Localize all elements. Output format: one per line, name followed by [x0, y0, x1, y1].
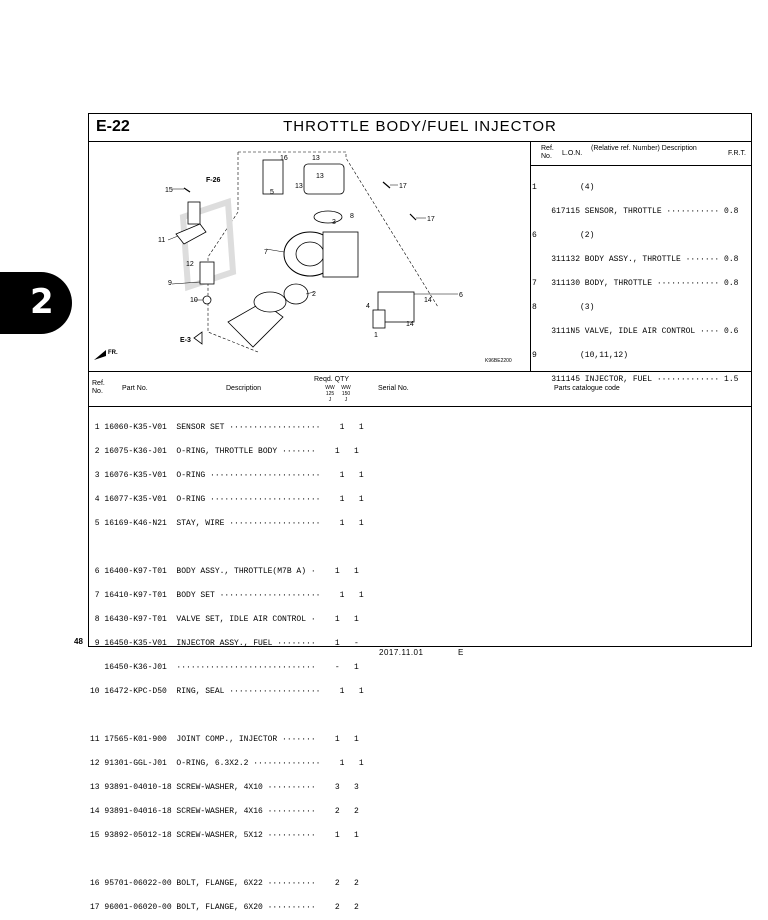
e3-arrow-icon [193, 331, 203, 345]
callout-12: 12 [186, 261, 194, 268]
bolt-17b [409, 213, 417, 221]
table-row: 16 95701-06022-00 BOLT, FLANGE, 6X22 ···… [90, 879, 359, 888]
callout-3: 3 [332, 219, 336, 226]
rel-row: 311132 BODY ASSY., THROTTLE ······· 0.8 [532, 255, 739, 264]
table-row: 8 16430-K97-T01 VALVE SET, IDLE AIR CONT… [90, 615, 359, 624]
callout-13c: 13 [316, 173, 324, 180]
callout-15: 16 [280, 155, 288, 162]
callout-8: 8 [350, 213, 354, 220]
table-row: 7 16410-K97-T01 BODY SET ···············… [90, 591, 364, 600]
reqd-qty-header: Reqd. QTY [314, 376, 350, 383]
callout-11: 11 [158, 237, 165, 244]
section-tab-number: 2 [30, 282, 54, 322]
table-row: 15 93892-05012-18 SCREW-WASHER, 5X12 ···… [90, 831, 359, 840]
figure-code: K96BE2200 [485, 358, 512, 364]
table-row: 6 16400-K97-T01 BODY ASSY., THROTTLE(M7B… [90, 567, 359, 576]
callout-1: 1 [374, 332, 378, 339]
front-label: FR. [108, 350, 118, 356]
page-number: 48 [74, 637, 83, 646]
rel-row: 3111N5 VALVE, IDLE AIR CONTROL ···· 0.6 [532, 327, 739, 336]
footer-lang: E [458, 648, 464, 657]
catalogue-code-header: Parts catalogue code [554, 385, 620, 392]
table-row-spacer [90, 544, 364, 552]
rel-ref-no-header: Ref. No. [541, 145, 554, 160]
table-row: 5 16169-K46-N21 STAY, WIRE ·············… [90, 519, 364, 528]
idle-air-valve [372, 291, 415, 329]
throttle-sensor [262, 159, 345, 195]
table-row: 4 16077-K35-V01 O-RING ·················… [90, 495, 364, 504]
table-row: 17 96001-06020-00 BOLT, FLANGE, 6X20 ···… [90, 903, 359, 912]
table-row-spacer [90, 856, 364, 864]
table-row: 12 91301-GGL-J01 O-RING, 6.3X2.2 ·······… [90, 759, 364, 768]
serial-no-header: Serial No. [378, 385, 409, 392]
callout-14a: 14 [424, 297, 432, 304]
section-code: E-22 [96, 118, 130, 135]
callout-5: 5 [270, 189, 274, 196]
table-row-spacer [90, 712, 364, 720]
table-row: 13 93891-04010-18 SCREW-WASHER, 4X10 ···… [90, 783, 359, 792]
rel-row: 1 (4) [532, 183, 595, 192]
callout-7: 7 [264, 249, 268, 256]
section-tab [0, 272, 72, 334]
o-ring-3 [313, 210, 343, 224]
rel-row: 311145 INJECTOR, FUEL ············· 1.5 [532, 375, 739, 384]
rel-row: 6 (2) [532, 231, 595, 240]
table-row: 10 16472-KPC-D50 RING, SEAL ············… [90, 687, 364, 696]
table-row: 2 16075-K36-J01 O-RING, THROTTLE BODY ··… [90, 447, 359, 456]
callout-17a: 17 [399, 183, 407, 190]
o-ring-2 [283, 283, 309, 305]
ww150-header: WW 150 J [341, 385, 351, 403]
ref-f26: F-26 [206, 177, 221, 184]
footer-date: 2017.11.01 [379, 648, 424, 657]
table-row: 11 17565-K01-900 JOINT COMP., INJECTOR ·… [90, 735, 359, 744]
callout-2: 2 [312, 291, 316, 298]
callout-14b: 14 [406, 321, 414, 328]
relative-table-header: Ref. No. L.O.N. (Relative ref. Number) D… [531, 142, 752, 166]
relative-table-body: 1 (4) 617115 SENSOR, THROTTLE ··········… [532, 168, 738, 392]
fuel-injector [199, 261, 215, 305]
diagram-area [88, 142, 531, 371]
callout-6: 6 [459, 292, 463, 299]
description-header: Description [226, 385, 262, 392]
callout-13a: 13 [312, 155, 320, 162]
part-no-header: Part No. [122, 385, 148, 392]
throttle-body [283, 231, 359, 278]
table-row: 3 16076-K35-V01 O-RING ·················… [90, 471, 364, 480]
table-row: 9 16450-K35-V01 INJECTOR ASSY., FUEL ···… [90, 639, 359, 648]
ref-no-header: Ref. No. [92, 380, 105, 395]
table-row: 16450-K36-J01 ··························… [90, 663, 359, 672]
bolt-17a [382, 181, 391, 189]
title-row [88, 113, 752, 142]
rel-row: 617115 SENSOR, THROTTLE ··········· 0.8 [532, 207, 739, 216]
rel-desc-header: (Relative ref. Number) Description [591, 145, 697, 152]
callout-10: 10 [190, 297, 198, 304]
ww125-header: WW 125 J [325, 385, 335, 403]
callout-9: 9 [168, 280, 172, 287]
callout-4: 4 [366, 303, 370, 310]
rel-row: 7 311130 BODY, THROTTLE ············· 0.… [532, 279, 739, 288]
ref-e3: E-3 [180, 337, 191, 344]
page-title: THROTTLE BODY/FUEL INJECTOR [283, 118, 557, 135]
catalogue-frame [88, 113, 752, 647]
injector-stay [175, 201, 207, 245]
table-row: 1 16060-K35-V01 SENSOR SET ·············… [90, 423, 364, 432]
rel-row: 9 (10,11,12) [532, 351, 629, 360]
table-row: 14 93891-04016-18 SCREW-WASHER, 4X16 ···… [90, 807, 359, 816]
callout-17b: 17 [427, 216, 435, 223]
front-arrow-icon [94, 350, 106, 360]
rel-frt-header: F.R.T. [728, 150, 746, 157]
bolt-16 [183, 187, 191, 193]
exploded-diagram: 16 13 13 13 5 17 17 8 3 7 2 4 1 14 14 6 … [94, 151, 512, 364]
callout-16: 15 [165, 187, 173, 194]
parts-table-body: 1 16060-K35-V01 SENSOR SET ·············… [90, 408, 364, 920]
injector-joint [227, 291, 287, 348]
parts-table-header: Ref. No. Part No. Description Reqd. QTY … [88, 371, 752, 407]
callout-13b: 13 [295, 183, 303, 190]
rel-row: 8 (3) [532, 303, 595, 312]
rel-lon-header: L.O.N. [562, 150, 583, 157]
